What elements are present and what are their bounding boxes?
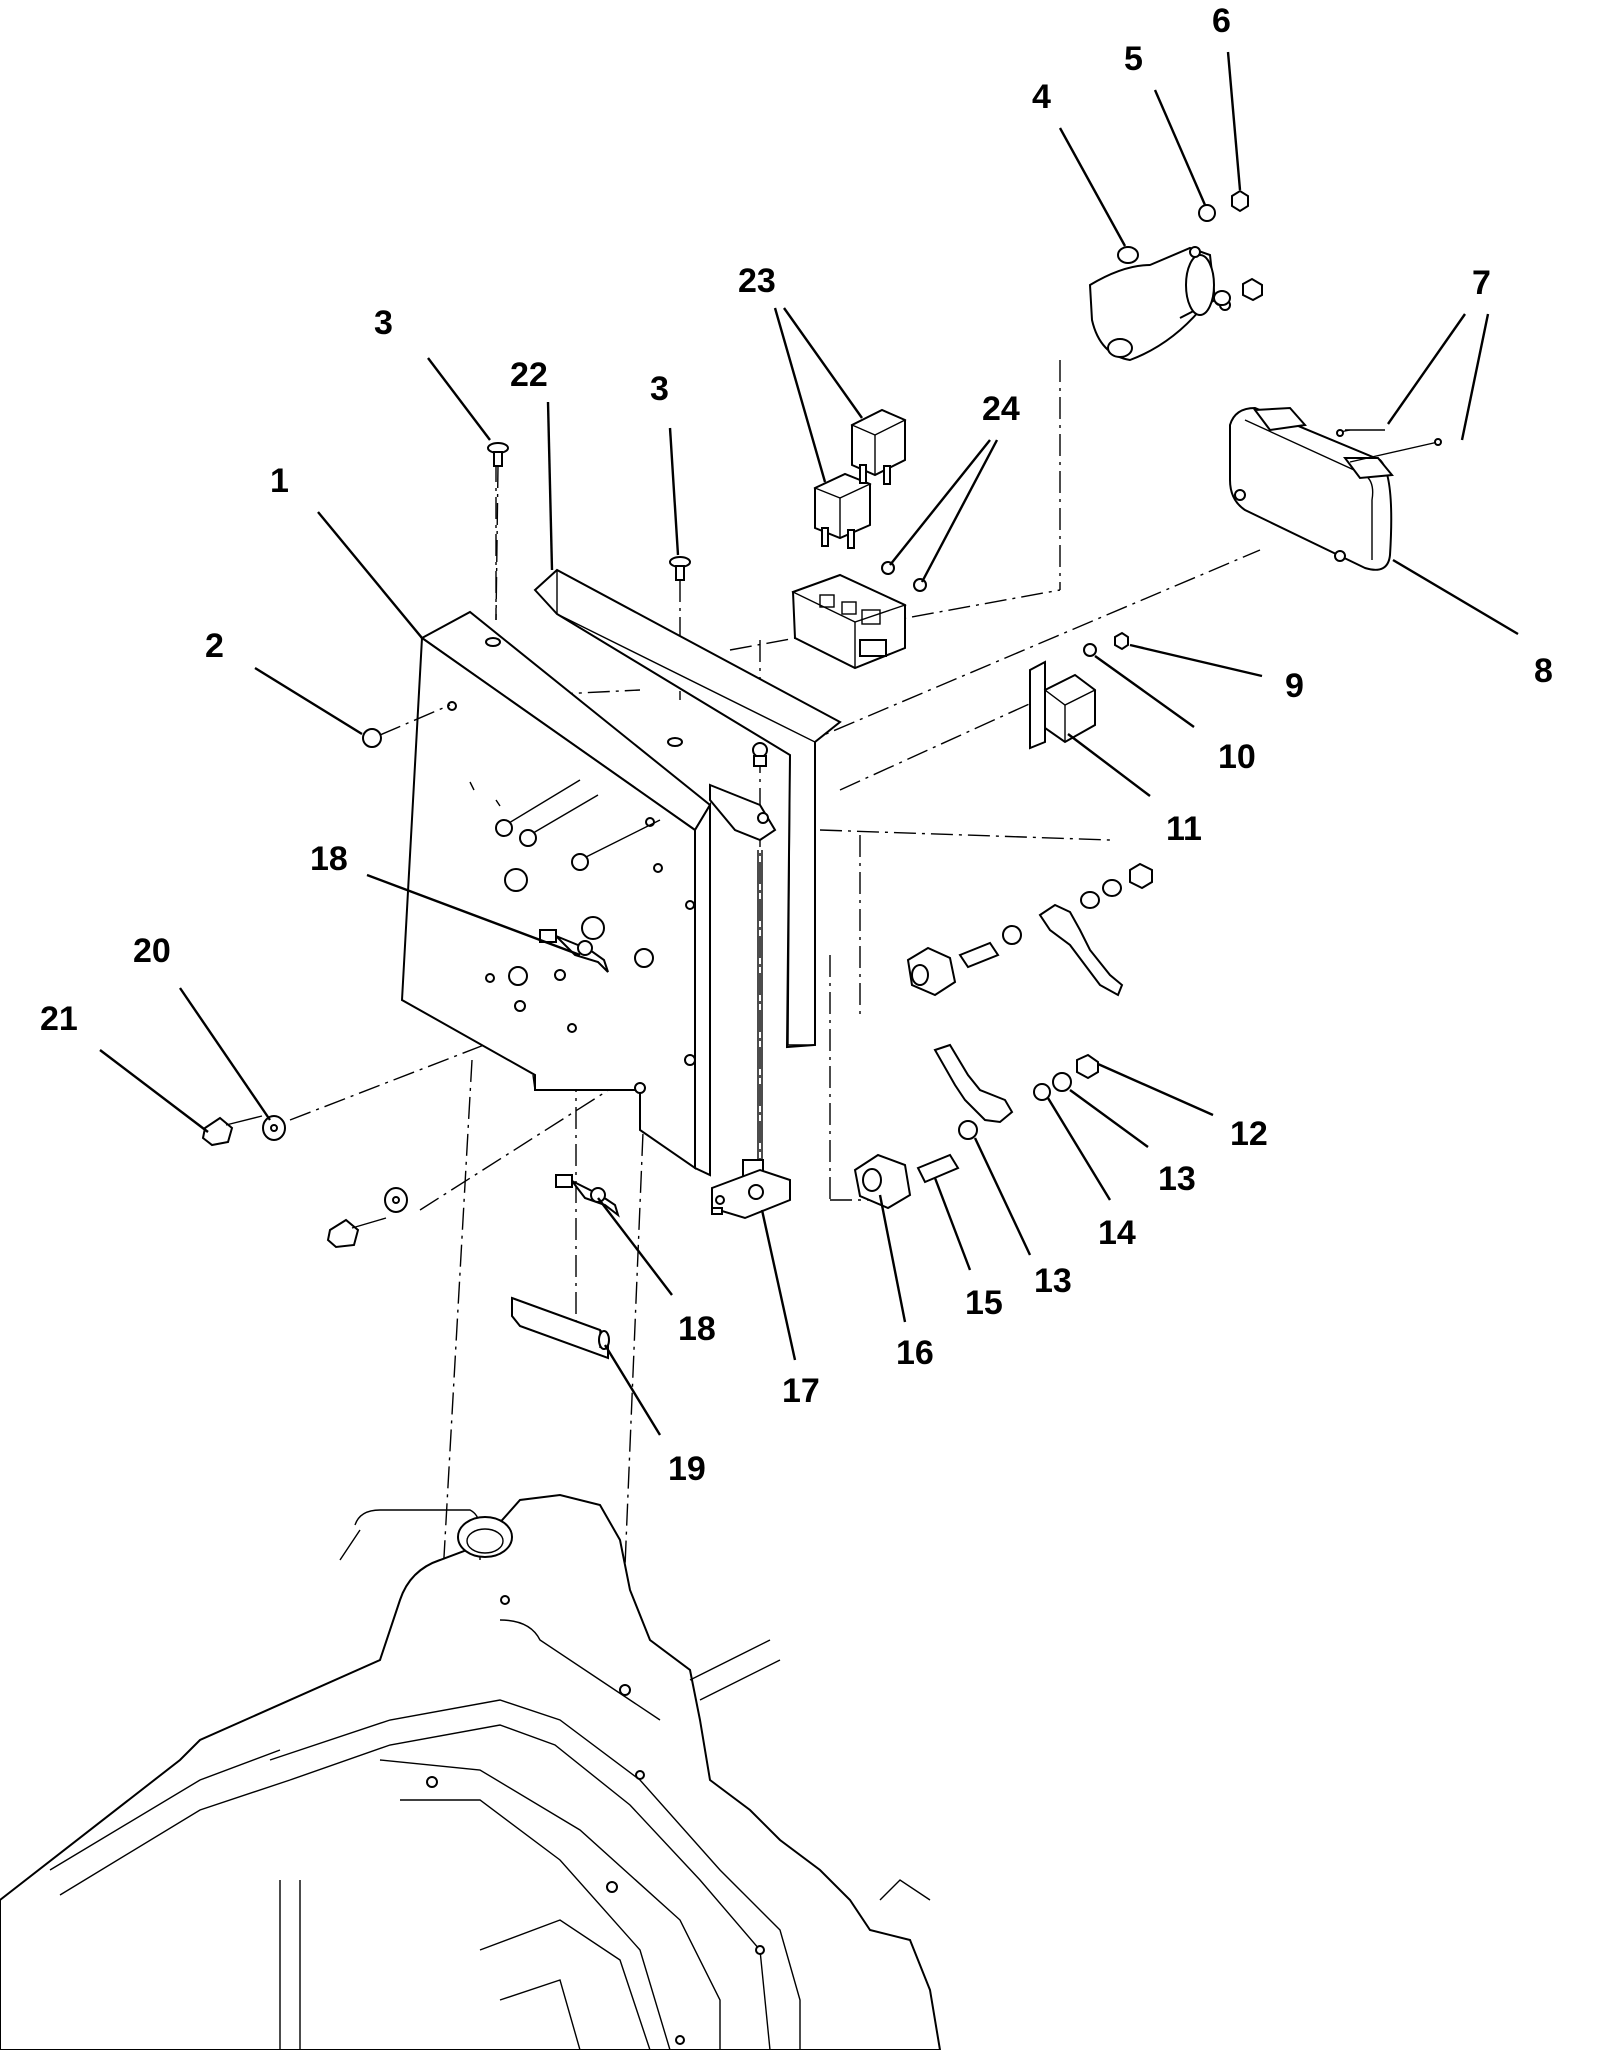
lower-terminal-part xyxy=(853,1043,1099,1210)
callout-1: 1 xyxy=(270,462,289,500)
screw-2-part xyxy=(362,704,451,748)
callout-15: 15 xyxy=(965,1284,1003,1322)
strip-part xyxy=(511,1296,610,1360)
toggle-switch-part xyxy=(539,929,620,1218)
callout-16: 16 xyxy=(896,1334,934,1372)
relay-socket-part xyxy=(791,561,927,670)
callout-13-left: 13 xyxy=(1034,1262,1072,1300)
callout-10: 10 xyxy=(1218,738,1256,776)
bolt-part xyxy=(201,1115,408,1249)
callout-4: 4 xyxy=(1032,78,1051,116)
callout-11: 11 xyxy=(1166,810,1202,848)
callout-3-right: 3 xyxy=(650,370,669,408)
callout-7: 7 xyxy=(1472,264,1491,302)
callout-21: 21 xyxy=(40,1000,78,1038)
upper-terminal-part xyxy=(906,862,1153,997)
callout-5: 5 xyxy=(1124,40,1143,78)
callout-24: 24 xyxy=(982,390,1020,428)
leader-lines xyxy=(99,51,1519,1436)
callout-18-bottom: 18 xyxy=(678,1310,716,1348)
callout-8: 8 xyxy=(1534,652,1553,690)
callout-labels: 1 2 3 22 3 23 24 4 5 6 7 8 9 10 11 18 20… xyxy=(40,2,1553,1488)
solenoid-part xyxy=(1088,189,1263,362)
screw-part xyxy=(487,442,691,621)
cover-part xyxy=(1229,406,1442,571)
callout-19: 19 xyxy=(668,1450,706,1488)
callout-17: 17 xyxy=(782,1372,820,1410)
callout-23: 23 xyxy=(738,262,776,300)
callout-3-left: 3 xyxy=(374,304,393,342)
relay-11-part xyxy=(1029,631,1129,750)
callout-12: 12 xyxy=(1230,1115,1268,1153)
relay-part xyxy=(813,408,907,549)
callout-9: 9 xyxy=(1285,667,1304,705)
callout-6: 6 xyxy=(1212,2,1231,40)
callout-2: 2 xyxy=(205,627,224,665)
push-switch-part xyxy=(711,850,791,1220)
callout-20: 20 xyxy=(133,932,171,970)
callout-14: 14 xyxy=(1098,1214,1136,1252)
callout-13-right: 13 xyxy=(1158,1160,1196,1198)
callout-22: 22 xyxy=(510,356,548,394)
base-tank-part xyxy=(0,1493,942,2050)
main-panel-part xyxy=(400,610,777,1177)
gasket-frame-part xyxy=(533,568,842,1049)
callout-18-top: 18 xyxy=(310,840,348,878)
